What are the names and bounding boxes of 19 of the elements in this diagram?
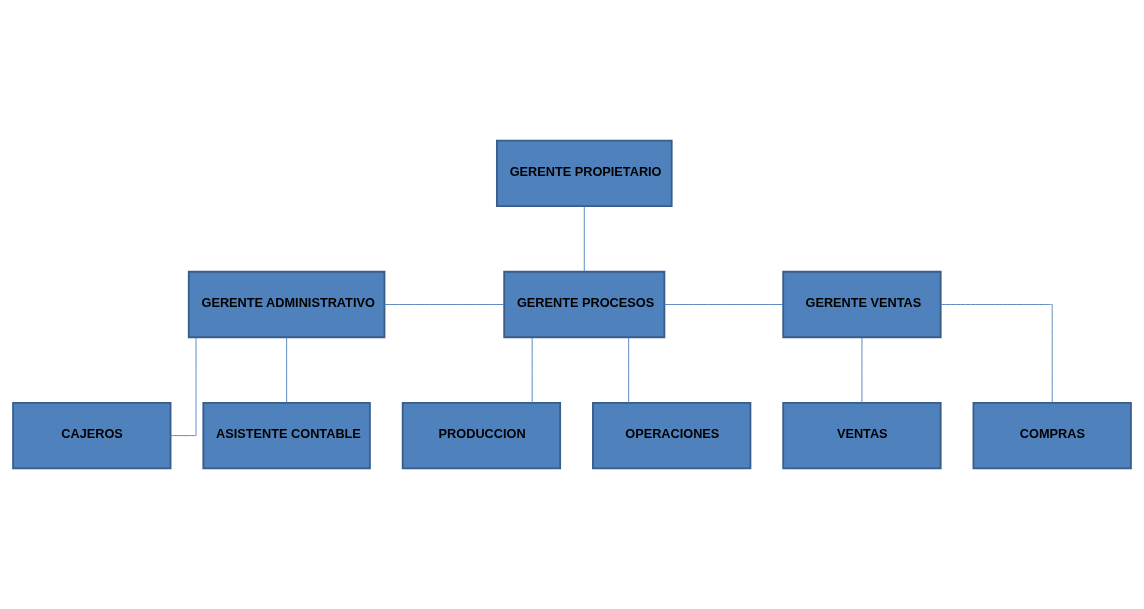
node-box: ASISTENTE CONTABLE (202, 401, 371, 470)
node-box: CAJEROS (12, 401, 172, 470)
connector (531, 337, 533, 404)
connector (664, 304, 784, 305)
node-box: GERENTE PROCESOS (503, 270, 666, 339)
node-box: GERENTE ADMINISTRATIVO (187, 270, 386, 339)
node-box: PRODUCCION (401, 401, 562, 470)
node-box: GERENTE VENTAS (782, 270, 942, 339)
connector (628, 337, 630, 404)
connector (861, 337, 863, 404)
connector (286, 337, 288, 404)
node-box: COMPRAS (972, 401, 1132, 470)
node-box: OPERACIONES (592, 401, 752, 470)
connector (384, 304, 505, 305)
connector (583, 206, 585, 273)
node-box: VENTAS (782, 401, 942, 470)
connector (940, 304, 1053, 403)
connector (170, 337, 197, 437)
node-box: GERENTE PROPIETARIO (496, 139, 673, 208)
